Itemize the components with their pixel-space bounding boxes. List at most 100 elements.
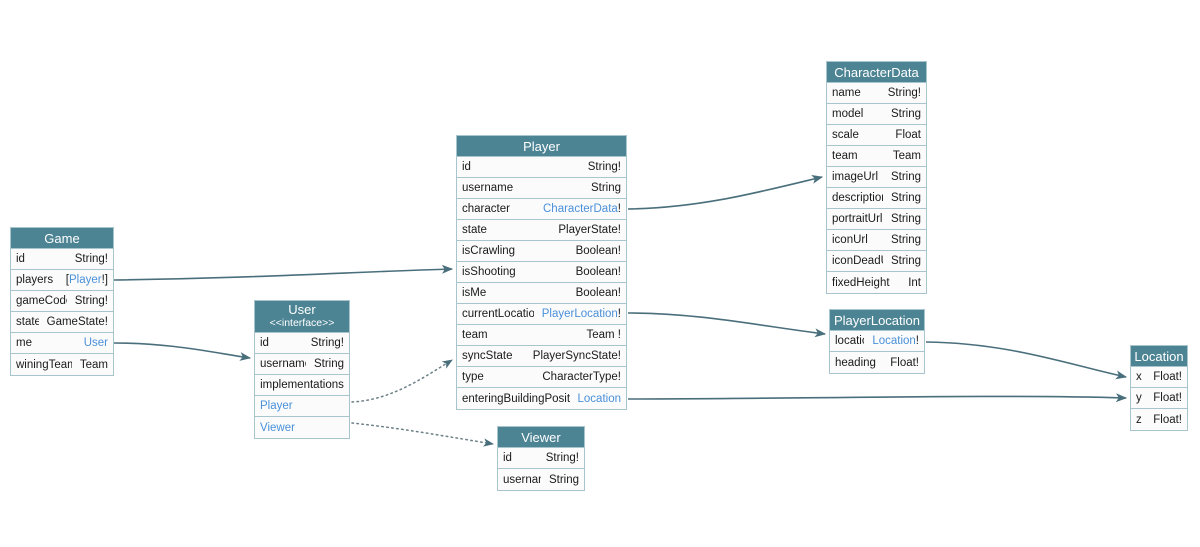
field-name: team [832, 150, 858, 162]
user-implementation-viewer[interactable]: Viewer [255, 417, 349, 438]
field-characterdata-iconurl[interactable]: iconUrl String [827, 230, 926, 251]
field-name: heading [835, 356, 876, 369]
field-type: CharacterData! [543, 203, 621, 215]
edge-user-viewer-implements [351, 422, 495, 447]
field-type-link[interactable]: User [83, 337, 108, 349]
field-type: Float! [890, 356, 919, 369]
entity-player-title: Player [457, 136, 626, 157]
edge-game-players-to-player [113, 264, 454, 281]
field-player-isshooting[interactable]: isShooting Boolean! [457, 262, 626, 283]
field-game-me[interactable]: me User [11, 333, 113, 354]
field-name: iconDeadUrl [832, 255, 883, 267]
field-user-id[interactable]: id String! [255, 333, 349, 354]
field-type: GameState! [46, 316, 108, 328]
field-game-gamecode[interactable]: gameCode String! [11, 291, 113, 312]
field-game-winingteam[interactable]: winingTeam Team [11, 354, 113, 375]
entity-viewer[interactable]: Viewer id String! username String [497, 426, 585, 491]
field-location-x[interactable]: x Float! [1131, 367, 1187, 388]
entity-user-name: User [288, 302, 316, 317]
implementation-name[interactable]: Player [260, 400, 293, 412]
field-type: PlayerSyncState! [532, 350, 621, 362]
field-name: state [16, 316, 39, 328]
field-type: String [548, 473, 579, 486]
field-game-state[interactable]: state GameState! [11, 312, 113, 333]
field-player-currentlocation[interactable]: currentLocation PlayerLocation! [457, 304, 626, 325]
field-name: id [16, 253, 25, 265]
field-type-link[interactable]: Location [577, 392, 621, 405]
edge-player-enteringbuildingposition-to-location [627, 393, 1128, 403]
field-name: username [503, 473, 541, 486]
entity-player[interactable]: Player id String! username String charac… [456, 135, 627, 410]
field-name: username [462, 182, 514, 194]
field-player-iscrawling[interactable]: isCrawling Boolean! [457, 241, 626, 262]
entity-game-title: Game [11, 228, 113, 249]
entity-playerlocation[interactable]: PlayerLocation location Location! headin… [829, 309, 925, 374]
field-name: isMe [462, 287, 487, 299]
field-characterdata-portraiturl[interactable]: portraitUrl String [827, 209, 926, 230]
field-player-username[interactable]: username String [457, 178, 626, 199]
edge-game-me-to-user [113, 342, 252, 361]
field-name: syncState [462, 350, 513, 362]
field-characterdata-name[interactable]: name String! [827, 83, 926, 104]
field-name: currentLocation [462, 308, 534, 320]
field-characterdata-team[interactable]: team Team [827, 146, 926, 167]
entity-game[interactable]: Game id String! players [Player!] gameCo… [10, 227, 114, 376]
field-player-isme[interactable]: isMe Boolean! [457, 283, 626, 304]
field-location-y[interactable]: y Float! [1131, 388, 1187, 409]
edge-player-character-to-characterdata [627, 175, 824, 210]
field-name: username [260, 358, 306, 370]
entity-user[interactable]: User <<interface>> id String! username S… [254, 300, 350, 439]
field-playerlocation-heading[interactable]: heading Float! [830, 352, 924, 373]
field-type: String! [587, 161, 621, 173]
field-user-username[interactable]: username String [255, 354, 349, 375]
field-characterdata-fixedheight[interactable]: fixedHeight Int [827, 272, 926, 293]
field-type: PlayerLocation! [541, 308, 621, 320]
field-characterdata-imageurl[interactable]: imageUrl String [827, 167, 926, 188]
field-characterdata-icondeadurl[interactable]: iconDeadUrl String [827, 251, 926, 272]
field-player-team[interactable]: team Team ! [457, 325, 626, 346]
field-type: CharacterType! [542, 371, 621, 383]
field-type-link[interactable]: PlayerLocation [541, 308, 618, 320]
user-implementation-player[interactable]: Player [255, 396, 349, 417]
field-name: winingTeam [16, 358, 72, 371]
field-type-link[interactable]: Location [872, 335, 916, 347]
field-name: isCrawling [462, 245, 516, 257]
field-type: Float! [1153, 413, 1182, 426]
field-player-character[interactable]: character CharacterData! [457, 199, 626, 220]
edge-user-player-implements [351, 359, 453, 403]
field-viewer-username[interactable]: username String [498, 469, 584, 490]
field-type-link[interactable]: CharacterData [543, 203, 618, 215]
field-player-type[interactable]: type CharacterType! [457, 367, 626, 388]
field-name: z [1136, 413, 1142, 426]
field-type: Team [892, 150, 921, 162]
field-characterdata-description[interactable]: description String [827, 188, 926, 209]
field-player-id[interactable]: id String! [457, 157, 626, 178]
field-characterdata-model[interactable]: model String [827, 104, 926, 125]
field-type: String! [545, 452, 579, 464]
entity-location[interactable]: Location x Float! y Float! z Float! [1130, 345, 1188, 431]
field-player-state[interactable]: state PlayerState! [457, 220, 626, 241]
field-game-players[interactable]: players [Player!] [11, 270, 113, 291]
field-game-id[interactable]: id String! [11, 249, 113, 270]
field-name: me [16, 337, 32, 349]
field-type: String [890, 234, 921, 246]
field-type: PlayerState! [558, 224, 621, 236]
field-type-link[interactable]: Player [69, 274, 102, 286]
field-name: location [835, 335, 864, 347]
field-playerlocation-location[interactable]: location Location! [830, 331, 924, 352]
field-player-enteringbuildingposition[interactable]: enteringBuildingPosition Location [457, 388, 626, 409]
field-type: String! [887, 87, 921, 99]
field-name: enteringBuildingPosition [462, 392, 570, 405]
field-location-z[interactable]: z Float! [1131, 409, 1187, 430]
field-type: Boolean! [575, 266, 621, 278]
field-name: portraitUrl [832, 213, 883, 225]
field-player-syncstate[interactable]: syncState PlayerSyncState! [457, 346, 626, 367]
implementation-name[interactable]: Viewer [260, 421, 295, 434]
field-name: name [832, 87, 861, 99]
field-name: iconUrl [832, 234, 868, 246]
field-characterdata-scale[interactable]: scale Float [827, 125, 926, 146]
field-name: description [832, 192, 883, 204]
entity-characterdata[interactable]: CharacterData name String! model String … [826, 61, 927, 294]
field-viewer-id[interactable]: id String! [498, 448, 584, 469]
field-type: String [890, 108, 921, 120]
